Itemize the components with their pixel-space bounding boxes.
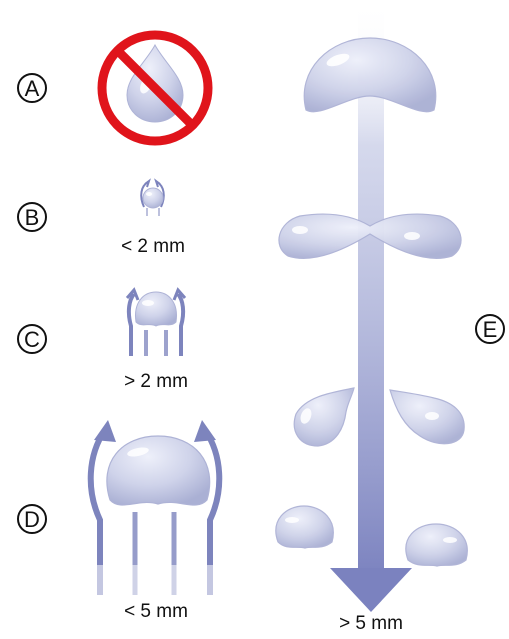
panel-label-d: D [18, 505, 46, 533]
panel-label-e: E [476, 315, 504, 343]
drop-stage-4a [276, 506, 333, 548]
panel-label-a: A [18, 74, 46, 102]
medium-raindrop [136, 292, 177, 326]
drop-stage-4b [406, 524, 467, 566]
panel-b: < 2 mm [121, 181, 185, 257]
panel-letter-e: E [483, 317, 498, 342]
large-raindrop [107, 436, 210, 505]
caption-d: < 5 mm [124, 601, 188, 622]
panel-c: > 2 mm [124, 290, 188, 392]
fall-arrow-head [330, 568, 412, 612]
panel-letter-d: D [24, 507, 40, 532]
panel-letter-a: A [25, 76, 40, 101]
panel-a [102, 35, 208, 141]
caption-b: < 2 mm [121, 236, 185, 257]
panel-letter-b: B [25, 205, 40, 230]
small-raindrop [143, 188, 163, 208]
panel-d: < 5 mm [91, 420, 220, 622]
panel-letter-c: C [24, 327, 40, 352]
panel-label-c: C [18, 325, 46, 353]
caption-e: > 5 mm [339, 613, 403, 634]
panel-e: > 5 mm [276, 0, 467, 634]
panel-label-b: B [18, 203, 46, 231]
caption-c: > 2 mm [124, 371, 188, 392]
